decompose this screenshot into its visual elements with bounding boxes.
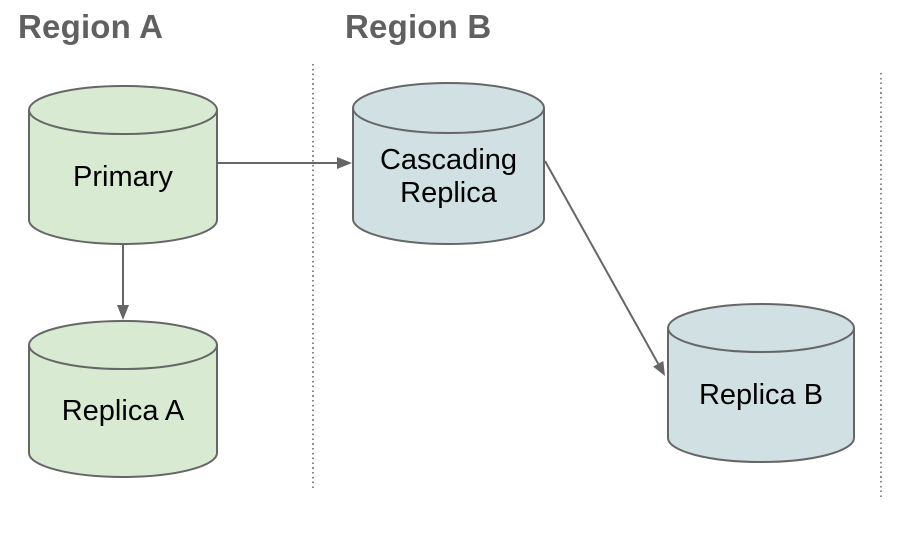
region-b-title: Region B <box>345 8 492 45</box>
region-a-title: Region A <box>18 8 164 45</box>
edge-primary-to-replica-a <box>117 245 129 320</box>
database-cylinder-icon <box>352 82 545 245</box>
database-cylinder-icon <box>28 85 218 245</box>
node-replica-a: Replica A <box>28 320 218 478</box>
node-replica-b-label: Replica B <box>698 379 824 412</box>
node-replica-b: Replica B <box>667 303 855 463</box>
edge-cascading-replica-to-replica-b <box>544 160 665 376</box>
edge-primary-to-cascading-replica <box>218 157 352 169</box>
region-divider-right <box>880 73 882 497</box>
node-primary-label: Primary <box>73 161 173 194</box>
node-cascading-replica-label: Cascading Replica <box>379 144 518 209</box>
database-cylinder-icon <box>667 303 855 463</box>
node-replica-a-label: Replica A <box>61 395 185 428</box>
node-cascading-replica: Cascading Replica <box>352 82 545 245</box>
database-cylinder-icon <box>28 320 218 478</box>
node-primary: Primary <box>28 85 218 245</box>
region-divider-a-b <box>312 64 314 488</box>
